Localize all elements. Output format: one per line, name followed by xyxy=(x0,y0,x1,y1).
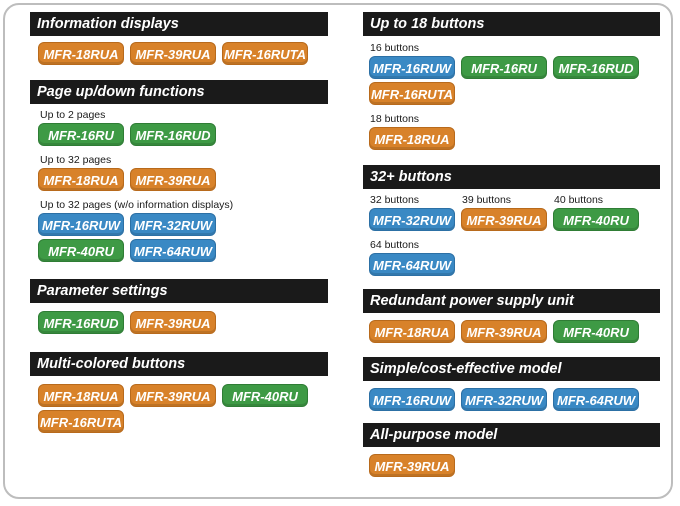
group-label: 40 buttons xyxy=(554,194,604,206)
model-button-mfr-39rua[interactable]: MFR-39RUA xyxy=(461,320,547,343)
section-redundant-power-supply: Redundant power supply unit MFR-18RUA MF… xyxy=(363,289,660,343)
group-label: 16 buttons xyxy=(370,42,420,54)
model-button-mfr-16rud[interactable]: MFR-16RUD xyxy=(38,311,124,334)
button-row: MFR-39RUA xyxy=(363,454,660,477)
group-label: Up to 2 pages xyxy=(40,109,106,121)
model-button-mfr-16ruw[interactable]: MFR-16RUW xyxy=(369,388,455,411)
model-button-mfr-16ruta[interactable]: MFR-16RUTA xyxy=(222,42,308,65)
button-row: MFR-16RUW MFR-32RUW MFR-64RUW xyxy=(363,388,660,411)
group-32-buttons: 32 buttons MFR-32RUW xyxy=(369,194,455,231)
section-title: Multi-colored buttons xyxy=(30,352,328,376)
model-button-mfr-16ru[interactable]: MFR-16RU xyxy=(38,123,124,146)
model-button-mfr-39rua[interactable]: MFR-39RUA xyxy=(130,42,216,65)
model-button-mfr-18rua[interactable]: MFR-18RUA xyxy=(38,42,124,65)
model-button-mfr-40ru[interactable]: MFR-40RU xyxy=(553,208,639,231)
model-button-mfr-64ruw[interactable]: MFR-64RUW xyxy=(553,388,639,411)
section-multi-colored-buttons: Multi-colored buttons MFR-18RUA MFR-39RU… xyxy=(30,352,328,433)
section-32-plus-buttons: 32+ buttons 32 buttons MFR-32RUW 39 butt… xyxy=(363,165,660,276)
model-button-mfr-64ruw[interactable]: MFR-64RUW xyxy=(369,253,455,276)
button-row: MFR-18RUA MFR-39RUA MFR-40RU MFR-16RUTA xyxy=(30,384,328,433)
group-label: 18 buttons xyxy=(370,113,420,125)
section-information-displays: Information displays MFR-18RUA MFR-39RUA… xyxy=(30,12,328,65)
section-parameter-settings: Parameter settings MFR-16RUD MFR-39RUA xyxy=(30,279,328,334)
button-row: MFR-64RUW xyxy=(363,253,660,276)
model-button-mfr-16rud[interactable]: MFR-16RUD xyxy=(130,123,216,146)
button-row: MFR-40RU xyxy=(553,208,639,231)
button-row: MFR-18RUA MFR-39RUA xyxy=(30,168,328,191)
model-button-mfr-39rua[interactable]: MFR-39RUA xyxy=(369,454,455,477)
section-simple-cost-effective: Simple/cost-effective model MFR-16RUW MF… xyxy=(363,357,660,411)
group-39-buttons: 39 buttons MFR-39RUA xyxy=(461,194,547,231)
model-button-mfr-32ruw[interactable]: MFR-32RUW xyxy=(369,208,455,231)
group-label: 39 buttons xyxy=(462,194,512,206)
section-title: 32+ buttons xyxy=(363,165,660,189)
button-row: MFR-18RUA MFR-39RUA MFR-16RUTA xyxy=(30,42,328,65)
button-row: MFR-16RUW MFR-32RUW MFR-40RU MFR-64RUW xyxy=(30,213,228,262)
left-column: Information displays MFR-18RUA MFR-39RUA… xyxy=(30,12,328,433)
button-row: MFR-18RUA MFR-39RUA MFR-40RU xyxy=(363,320,660,343)
model-button-mfr-64ruw[interactable]: MFR-64RUW xyxy=(130,239,216,262)
section-title: Redundant power supply unit xyxy=(363,289,660,313)
section-title: Up to 18 buttons xyxy=(363,12,660,36)
model-button-mfr-16ruta[interactable]: MFR-16RUTA xyxy=(38,410,124,433)
group-40-buttons: 40 buttons MFR-40RU xyxy=(553,194,639,231)
group-label: 32 buttons xyxy=(370,194,420,206)
model-button-mfr-40ru[interactable]: MFR-40RU xyxy=(222,384,308,407)
model-button-mfr-40ru[interactable]: MFR-40RU xyxy=(553,320,639,343)
section-title: Simple/cost-effective model xyxy=(363,357,660,381)
button-row: MFR-32RUW xyxy=(369,208,455,231)
button-row: MFR-16RUD MFR-39RUA xyxy=(30,311,328,334)
model-button-mfr-32ruw[interactable]: MFR-32RUW xyxy=(461,388,547,411)
model-button-mfr-16rud[interactable]: MFR-16RUD xyxy=(553,56,639,79)
section-up-to-18-buttons: Up to 18 buttons 16 buttons MFR-16RUW MF… xyxy=(363,12,660,150)
group-label: Up to 32 pages xyxy=(40,154,112,166)
model-button-mfr-16ruw[interactable]: MFR-16RUW xyxy=(38,213,124,236)
model-button-mfr-39rua[interactable]: MFR-39RUA xyxy=(130,168,216,191)
button-row: MFR-18RUA xyxy=(363,127,660,150)
model-button-mfr-18rua[interactable]: MFR-18RUA xyxy=(38,384,124,407)
section-title: Parameter settings xyxy=(30,279,328,303)
model-button-mfr-16ruw[interactable]: MFR-16RUW xyxy=(369,56,455,79)
group-label: Up to 32 pages (w/o information displays… xyxy=(40,199,234,211)
model-button-mfr-18rua[interactable]: MFR-18RUA xyxy=(369,320,455,343)
button-row: MFR-39RUA xyxy=(461,208,547,231)
model-button-mfr-39rua[interactable]: MFR-39RUA xyxy=(130,384,216,407)
model-button-mfr-16ruta[interactable]: MFR-16RUTA xyxy=(369,82,455,105)
model-button-mfr-39rua[interactable]: MFR-39RUA xyxy=(130,311,216,334)
inline-groups: 32 buttons MFR-32RUW 39 buttons MFR-39RU… xyxy=(363,194,660,231)
button-row: MFR-16RU MFR-16RUD xyxy=(30,123,328,146)
group-label: 64 buttons xyxy=(370,239,420,251)
section-page-up-down: Page up/down functions Up to 2 pages MFR… xyxy=(30,80,328,262)
model-button-mfr-18rua[interactable]: MFR-18RUA xyxy=(38,168,124,191)
right-column: Up to 18 buttons 16 buttons MFR-16RUW MF… xyxy=(363,12,660,477)
section-title: All-purpose model xyxy=(363,423,660,447)
section-title: Information displays xyxy=(30,12,328,36)
model-button-mfr-40ru[interactable]: MFR-40RU xyxy=(38,239,124,262)
button-row: MFR-16RUW MFR-16RU MFR-16RUD MFR-16RUTA xyxy=(363,56,660,105)
section-title: Page up/down functions xyxy=(30,80,328,104)
model-button-mfr-39rua[interactable]: MFR-39RUA xyxy=(461,208,547,231)
model-button-mfr-18rua[interactable]: MFR-18RUA xyxy=(369,127,455,150)
section-all-purpose: All-purpose model MFR-39RUA xyxy=(363,423,660,477)
model-button-mfr-16ru[interactable]: MFR-16RU xyxy=(461,56,547,79)
model-button-mfr-32ruw[interactable]: MFR-32RUW xyxy=(130,213,216,236)
